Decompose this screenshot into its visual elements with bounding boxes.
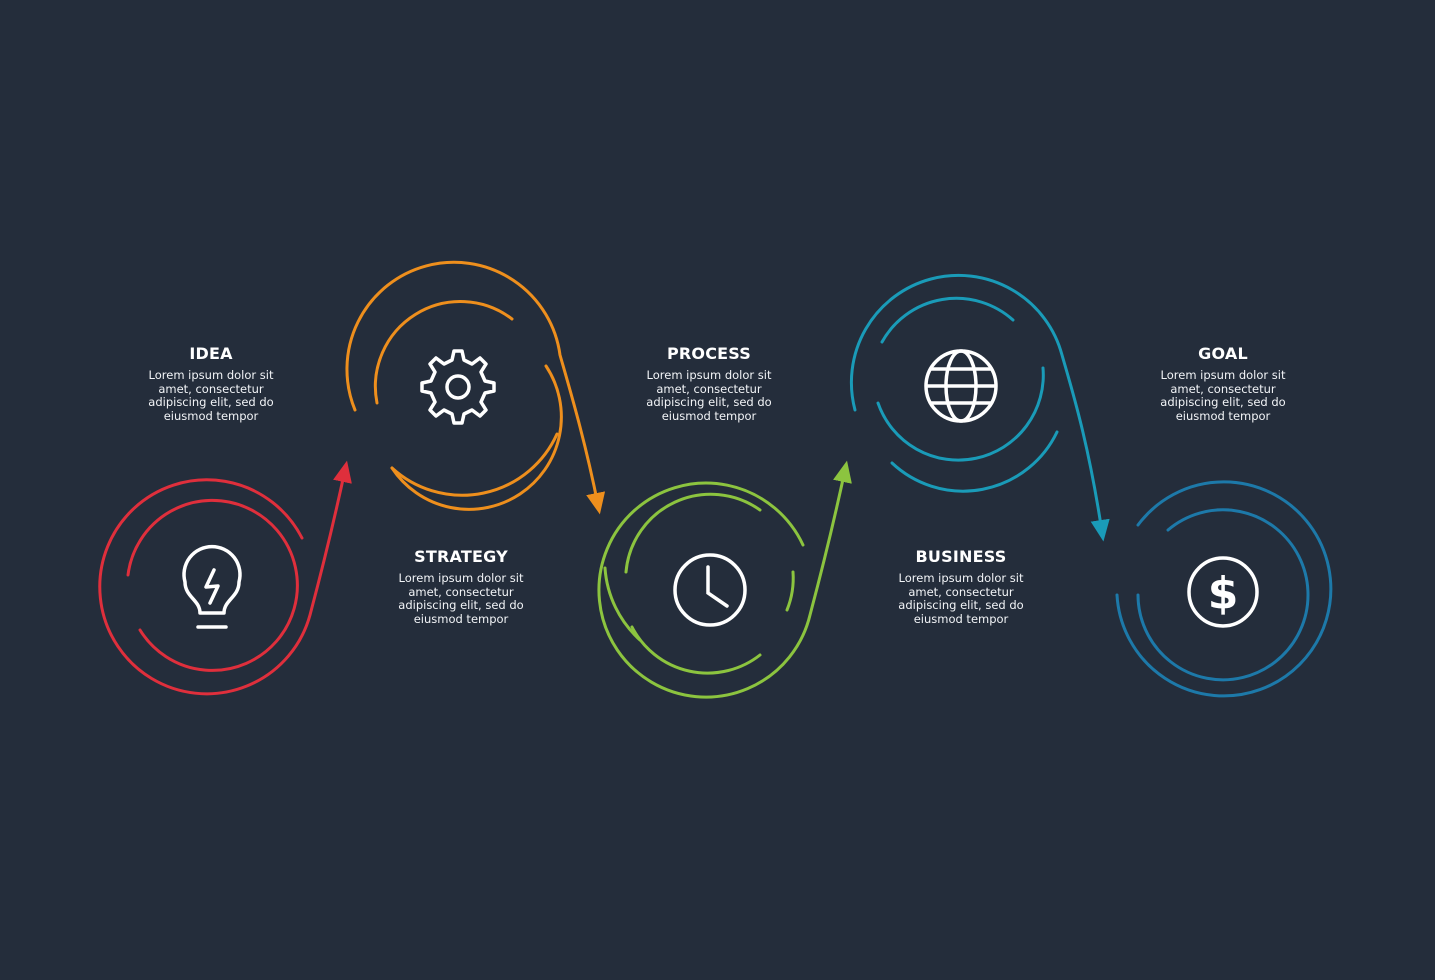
- dollar-coin-icon: $: [1187, 556, 1259, 628]
- gear-icon: [420, 349, 496, 425]
- step-description: Lorem ipsum dolor sit amet, consectetur …: [148, 368, 274, 423]
- step-description: Lorem ipsum dolor sit amet, consectetur …: [398, 571, 524, 626]
- lower-ring-arc: [390, 432, 559, 497]
- svg-text:$: $: [1208, 568, 1239, 619]
- step-title: GOAL: [1198, 344, 1248, 363]
- inner-ring-arc: [624, 492, 762, 574]
- step-title: IDEA: [189, 344, 233, 363]
- step-goal-text: GOAL Lorem ipsum dolor sit amet, consect…: [1123, 344, 1323, 423]
- inner-ring-arc: [373, 300, 514, 405]
- lightbulb-icon: [182, 544, 242, 629]
- inner-ring-arc: [880, 296, 1015, 344]
- step-title: BUSINESS: [915, 547, 1007, 566]
- clock-icon: [673, 553, 747, 627]
- step-description: Lorem ipsum dolor sit amet, consectetur …: [646, 368, 772, 423]
- step-description: Lorem ipsum dolor sit amet, consectetur …: [898, 571, 1024, 626]
- outer-ring-arc: [849, 273, 1110, 542]
- step-goal-ring: [1115, 480, 1333, 698]
- step-strategy-ring: [345, 260, 606, 515]
- step-idea-ring: [98, 460, 352, 696]
- inner-ring-arc: [785, 570, 795, 612]
- step-process-text: PROCESS Lorem ipsum dolor sit amet, cons…: [609, 344, 809, 423]
- outer-ring-arc: [345, 260, 606, 515]
- step-title: PROCESS: [666, 344, 752, 363]
- outer-ring-arc: [98, 460, 352, 696]
- inner-ring-arc: [126, 498, 299, 672]
- inner-ring-arc: [876, 366, 1045, 462]
- lower-ring-arc: [890, 430, 1059, 493]
- step-process-ring: [597, 460, 852, 699]
- step-description: Lorem ipsum dolor sit amet, consectetur …: [1160, 368, 1286, 423]
- step-idea-text: IDEA Lorem ipsum dolor sit amet, consect…: [111, 344, 311, 423]
- globe-icon: [924, 349, 998, 423]
- step-business-text: BUSINESS Lorem ipsum dolor sit amet, con…: [861, 547, 1061, 626]
- inner-ring-arc: [1136, 508, 1310, 682]
- left-ring-arc: [603, 566, 642, 642]
- step-strategy-text: STRATEGY Lorem ipsum dolor sit amet, con…: [361, 547, 561, 626]
- outer-ring-arc: [597, 460, 852, 699]
- inner-ring-arc: [390, 364, 563, 511]
- inner-ring-arc: [630, 625, 762, 675]
- step-business-ring: [849, 273, 1110, 542]
- outer-ring-arc: [1115, 480, 1333, 698]
- step-title: STRATEGY: [414, 547, 508, 566]
